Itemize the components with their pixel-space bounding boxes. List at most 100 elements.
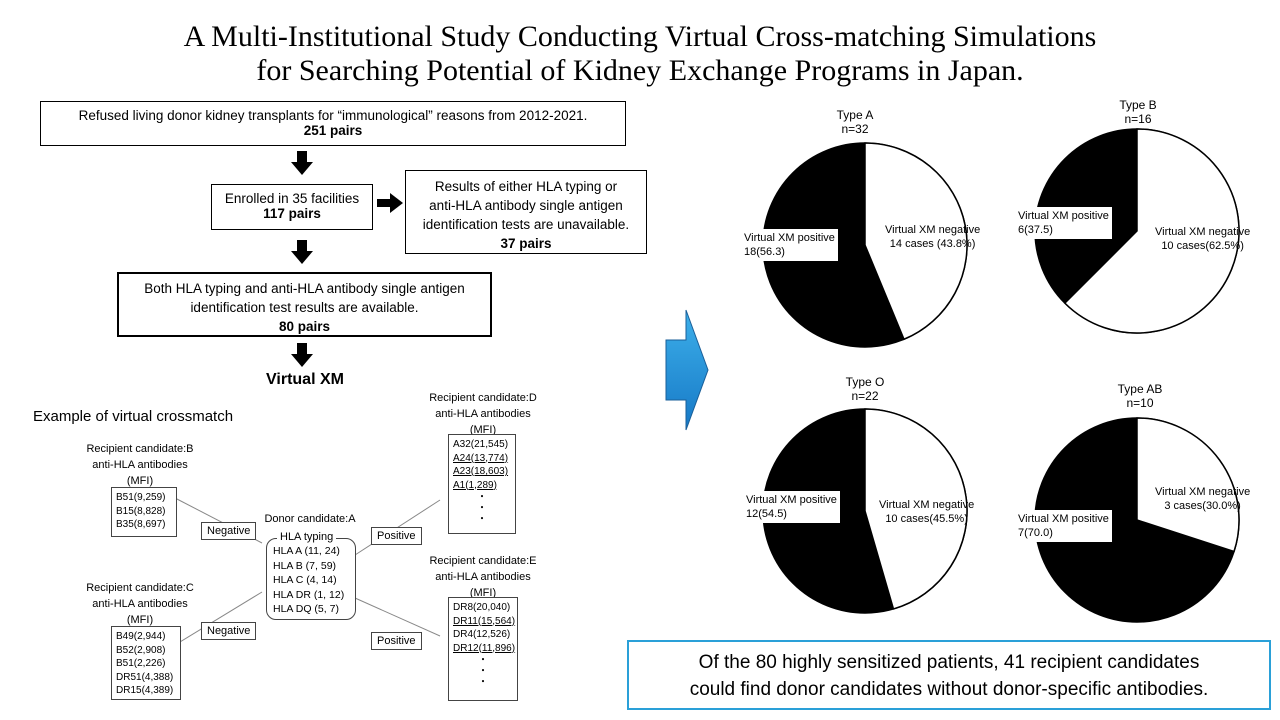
pie-title: Type AB: [1117, 382, 1163, 396]
recipient-c-sub2: (MFI): [126, 614, 154, 626]
antibody-row: DR51(4,388): [116, 671, 174, 683]
antibody-row: B52(2,908): [116, 644, 166, 656]
big-right-arrow-icon: [665, 309, 709, 431]
recipient-e-sub1: anti-HLA antibodies: [435, 571, 531, 583]
slice-label: Virtual XM positive: [1018, 210, 1109, 222]
pie-title-a: Type A n=32: [805, 108, 905, 136]
pie-label-positive-ab: Virtual XM positive 7(70.0): [1015, 510, 1112, 542]
recipient-b-sub2: (MFI): [126, 475, 154, 487]
conclusion-line2: could find donor candidates without dono…: [689, 679, 1209, 700]
slice-label: Virtual XM negative: [1155, 486, 1251, 498]
pie-chart-type-b: [1034, 128, 1240, 334]
antibody-row-ellipsis: ・: [477, 503, 487, 514]
flow-box-available: Both HLA typing and anti-HLA antibody si…: [117, 272, 492, 337]
virtual-xm-label: Virtual XM: [266, 371, 344, 388]
pie-slice-negative: [864, 408, 968, 610]
recipient-b-result-badge: Negative: [201, 522, 257, 540]
slice-value: 7(70.0): [1018, 527, 1053, 539]
flow-box-available-line1: Both HLA typing and anti-HLA antibody si…: [144, 281, 465, 296]
antibody-row-ellipsis: ・: [478, 666, 488, 677]
antibody-row: B15(8,828): [116, 505, 166, 517]
recipient-c-header: Recipient candidate:C anti-HLA antibodie…: [85, 580, 195, 628]
pie-title-ab: Type AB n=10: [1090, 382, 1190, 410]
flow-box-excluded-line1: Results of either HLA typing or: [434, 179, 618, 194]
slice-label: Virtual XM positive: [746, 494, 837, 506]
pie-title-b: Type B n=16: [1088, 98, 1188, 126]
recipient-c-result-badge: Negative: [201, 622, 257, 640]
flow-box-excluded-line2: anti-HLA antibody single antigen: [429, 198, 623, 213]
flow-box-enrolled: Enrolled in 35 facilities 117 pairs: [211, 184, 373, 230]
recipient-e-result-badge: Positive: [371, 632, 422, 650]
flow-box-available-line2: identification test results are availabl…: [190, 300, 419, 315]
antibody-row-ellipsis: ・: [477, 492, 487, 503]
pie-subtitle: n=22: [851, 389, 879, 403]
down-arrow-icon: [291, 151, 313, 177]
slice-value: 14 cases (43.8%): [889, 238, 976, 250]
slice-value: 6(37.5): [1018, 224, 1053, 236]
slice-label: Virtual XM negative: [1155, 226, 1251, 238]
slice-value: 10 cases(62.5%): [1161, 240, 1244, 252]
flow-box-refused-text: Refused living donor kidney transplants …: [78, 108, 588, 123]
antibody-row-ellipsis: ・: [478, 655, 488, 666]
pie-chart-type-o: [762, 408, 968, 614]
pie-label-negative-a: Virtual XM negative 14 cases (43.8%): [882, 221, 983, 253]
recipient-e-sub2: (MFI): [469, 587, 497, 599]
donor-a-title: Donor candidate:A: [264, 513, 356, 525]
hla-row: HLA DQ (5, 7): [273, 603, 339, 615]
recipient-b-sub1: anti-HLA antibodies: [92, 459, 188, 471]
recipient-c-title: Recipient candidate:C: [86, 582, 194, 594]
flow-box-enrolled-count: 117 pairs: [263, 206, 321, 221]
pie-label-negative-o: Virtual XM negative 10 cases(45.5%): [876, 496, 977, 528]
pie-chart-type-a: [762, 142, 968, 348]
antibody-row-ellipsis: ・: [477, 514, 487, 525]
flow-box-excluded-count: 37 pairs: [500, 236, 552, 251]
hla-row: HLA DR (1, 12): [273, 588, 345, 601]
recipient-c-antibodies: B49(2,944) B52(2,908) B51(2,226) DR51(4,…: [111, 626, 181, 700]
recipient-d-header: Recipient candidate:D anti-HLA antibodie…: [423, 390, 543, 438]
pie-title-o: Type O n=22: [815, 375, 915, 403]
hla-row: HLA B (7, 59): [273, 559, 337, 572]
slice-value: 3 cases(30.0%): [1164, 500, 1241, 512]
antibody-row: B51(9,259): [116, 492, 166, 503]
title-line-2: for Searching Potential of Kidney Exchan…: [256, 54, 1024, 87]
pie-label-negative-ab: Virtual XM negative 3 cases(30.0%): [1152, 483, 1253, 515]
recipient-b-header: Recipient candidate:B anti-HLA antibodie…: [85, 441, 195, 489]
example-heading: Example of virtual crossmatch: [33, 408, 234, 425]
flow-box-refused: Refused living donor kidney transplants …: [40, 101, 626, 146]
antibody-row: B49(2,944): [116, 631, 166, 642]
antibody-row-ellipsis: ・: [478, 677, 488, 688]
antibody-row: A24(13,774): [453, 452, 509, 464]
pie-label-positive-o: Virtual XM positive 12(54.5): [743, 491, 840, 523]
pie-slice-negative: [1136, 417, 1240, 553]
flow-box-excluded: Results of either HLA typing or anti-HLA…: [405, 170, 647, 254]
pie-subtitle: n=10: [1126, 396, 1154, 410]
flow-box-refused-count: 251 pairs: [303, 123, 363, 138]
down-arrow-icon: [291, 240, 313, 266]
hla-row: HLA A (11, 24): [273, 545, 340, 557]
pie-title: Type O: [845, 375, 885, 389]
recipient-e-title: Recipient candidate:E: [429, 555, 537, 567]
slice-label: Virtual XM positive: [1018, 513, 1109, 525]
slice-value: 10 cases(45.5%): [885, 513, 968, 525]
right-arrow-icon: [377, 193, 403, 213]
pie-label-positive-b: Virtual XM positive 6(37.5): [1015, 207, 1112, 239]
title-line-1: A Multi-Institutional Study Conducting V…: [183, 20, 1097, 53]
pie-slice-negative: [1063, 128, 1240, 334]
antibody-row: B51(2,226): [116, 658, 166, 669]
antibody-row: A1(1,289): [453, 479, 497, 491]
recipient-e-antibodies: DR8(20,040) DR11(15,564) DR4(12,526) DR1…: [448, 597, 518, 701]
flow-box-available-count: 80 pairs: [278, 319, 331, 334]
pie-subtitle: n=32: [841, 122, 869, 136]
recipient-b-title: Recipient candidate:B: [86, 443, 194, 455]
donor-a-hla-box: HLA A (11, 24) HLA B (7, 59) HLA C (4, 1…: [266, 538, 356, 620]
recipient-c-sub1: anti-HLA antibodies: [92, 598, 188, 610]
recipient-d-title: Recipient candidate:D: [429, 392, 537, 404]
antibody-row: DR8(20,040): [453, 602, 511, 613]
antibody-row: A32(21,545): [453, 439, 509, 450]
recipient-d-antibodies: A32(21,545) A24(13,774) A23(18,603) A1(1…: [448, 434, 516, 534]
recipient-d-sub1: anti-HLA antibodies: [435, 408, 531, 420]
flow-box-excluded-line3: identification tests are unavailable.: [422, 217, 630, 232]
slice-value: 12(54.5): [746, 508, 787, 520]
recipient-d-result-badge: Positive: [371, 527, 422, 545]
slice-label: Virtual XM negative: [885, 224, 981, 236]
